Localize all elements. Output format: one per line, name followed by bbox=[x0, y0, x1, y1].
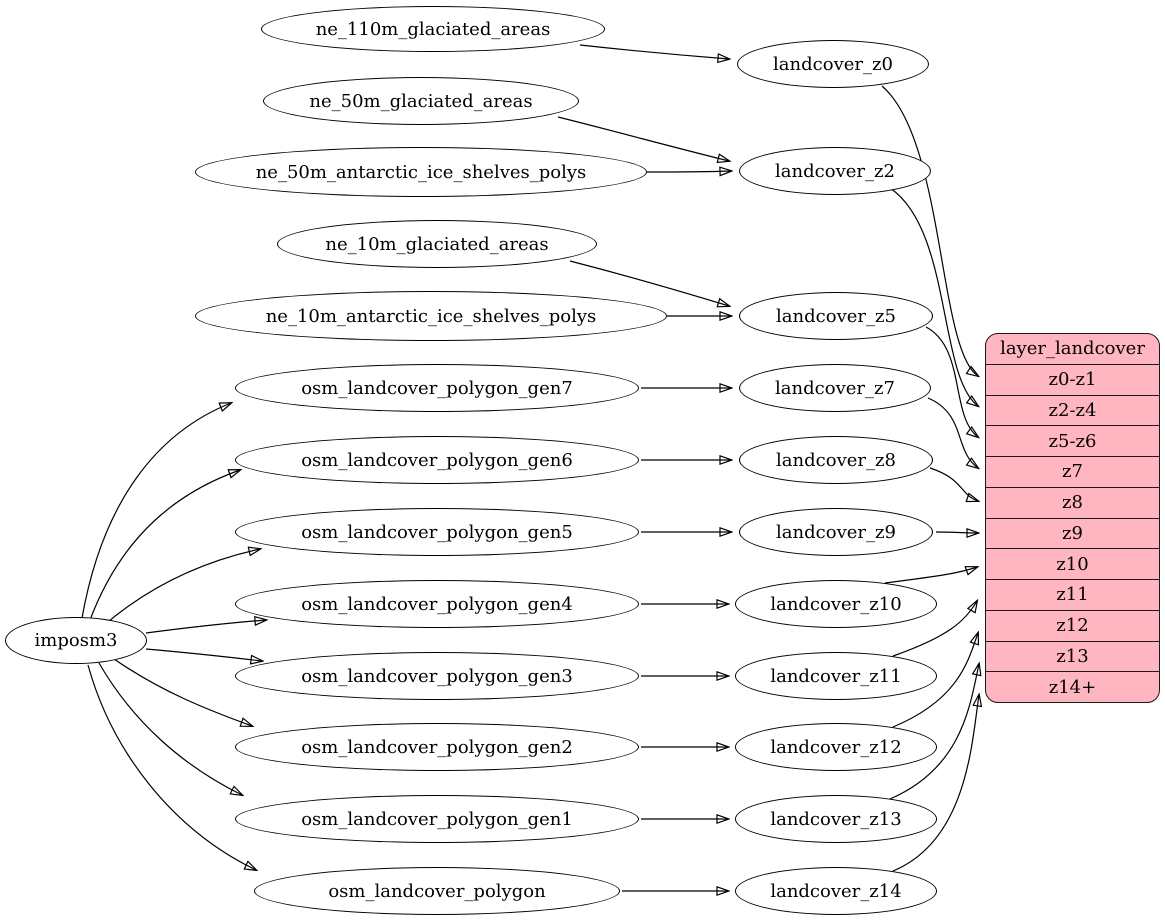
node-osm-landcover-polygon: osm_landcover_polygon bbox=[254, 867, 620, 915]
node-landcover-z5: landcover_z5 bbox=[739, 292, 933, 340]
node-osm-landcover-polygon-gen7: osm_landcover_polygon_gen7 bbox=[235, 364, 639, 412]
node-imposm3: imposm3 bbox=[5, 617, 147, 664]
edge-z2-to-row-z2-z4 bbox=[889, 187, 978, 406]
edge-ne110m-to-z0 bbox=[579, 44, 729, 59]
edge-z5-to-row-z5-z6 bbox=[925, 326, 978, 437]
edge-ne10m-glaciated-to-z5 bbox=[569, 260, 729, 306]
node-osm-landcover-polygon-gen6: osm_landcover_polygon_gen6 bbox=[235, 436, 639, 484]
edge-imposm3-to-polygon bbox=[87, 664, 256, 870]
edge-imposm3-to-gen4 bbox=[145, 620, 266, 634]
record-row-z10: z10 bbox=[986, 548, 1159, 579]
record-row-z13: z13 bbox=[986, 640, 1159, 672]
edge-z13-to-row-z13 bbox=[889, 664, 979, 800]
node-ne-50m-antarctic-ice-shelves-polys: ne_50m_antarctic_ice_shelves_polys bbox=[195, 147, 647, 197]
record-row-z2-z4: z2-z4 bbox=[986, 394, 1159, 426]
record-row-z7: z7 bbox=[986, 456, 1159, 487]
node-landcover-z8: landcover_z8 bbox=[739, 436, 933, 484]
edge-imposm3-to-gen5 bbox=[101, 549, 260, 628]
edge-z0-to-row-z0-z1 bbox=[881, 85, 978, 376]
node-osm-landcover-polygon-gen3: osm_landcover_polygon_gen3 bbox=[235, 652, 639, 700]
record-row-z14plus: z14+ bbox=[986, 671, 1159, 702]
edge-z7-to-row-z7 bbox=[927, 397, 978, 468]
record-row-z9: z9 bbox=[986, 517, 1159, 549]
node-ne-10m-antarctic-ice-shelves-polys: ne_10m_antarctic_ice_shelves_polys bbox=[195, 291, 667, 341]
record-row-z12: z12 bbox=[986, 609, 1159, 641]
edge-ne50m-glaciated-to-z2 bbox=[557, 116, 729, 161]
record-title: layer_landcover bbox=[1000, 338, 1145, 360]
edge-z14-to-row-z14plus bbox=[892, 695, 979, 872]
node-landcover-z0: landcover_z0 bbox=[737, 40, 929, 88]
edge-ne50m-antarctic-to-z2 bbox=[646, 171, 731, 172]
edge-imposm3-to-gen1 bbox=[98, 662, 242, 795]
node-landcover-z13: landcover_z13 bbox=[735, 795, 937, 843]
edge-imposm3-to-gen7 bbox=[81, 403, 231, 619]
edge-z11-to-row-z11 bbox=[892, 601, 977, 657]
edge-imposm3-to-gen2 bbox=[113, 658, 252, 726]
node-landcover-z2: landcover_z2 bbox=[739, 147, 931, 195]
node-ne-50m-glaciated-areas: ne_50m_glaciated_areas bbox=[263, 77, 579, 125]
edge-z9-to-row-z9 bbox=[935, 532, 978, 533]
node-osm-landcover-polygon-gen5: osm_landcover_polygon_gen5 bbox=[235, 508, 639, 556]
edge-z12-to-row-z12 bbox=[892, 633, 978, 728]
node-landcover-z12: landcover_z12 bbox=[735, 723, 937, 771]
record-node-layer-landcover: layer_landcover z0-z1 z2-z4 z5-z6 z7 z8 … bbox=[985, 333, 1160, 703]
record-row-z5-z6: z5-z6 bbox=[986, 425, 1159, 456]
node-landcover-z11: landcover_z11 bbox=[735, 652, 937, 700]
node-ne-110m-glaciated-areas: ne_110m_glaciated_areas bbox=[261, 6, 605, 52]
edge-z10-to-row-z10 bbox=[884, 567, 977, 584]
node-landcover-z7: landcover_z7 bbox=[739, 364, 931, 412]
node-landcover-z14: landcover_z14 bbox=[735, 867, 937, 915]
record-row-z8: z8 bbox=[986, 486, 1159, 518]
record-row-z11: z11 bbox=[986, 579, 1159, 610]
node-osm-landcover-polygon-gen4: osm_landcover_polygon_gen4 bbox=[235, 580, 639, 628]
edge-z8-to-row-z8 bbox=[929, 467, 978, 501]
node-osm-landcover-polygon-gen2: osm_landcover_polygon_gen2 bbox=[235, 723, 639, 771]
node-ne-10m-glaciated-areas: ne_10m_glaciated_areas bbox=[277, 220, 597, 268]
edge-imposm3-to-gen3 bbox=[145, 648, 262, 661]
edge-imposm3-to-gen6 bbox=[89, 470, 240, 621]
node-osm-landcover-polygon-gen1: osm_landcover_polygon_gen1 bbox=[235, 795, 639, 843]
record-row-z0-z1: z0-z1 bbox=[986, 363, 1159, 395]
node-landcover-z9: landcover_z9 bbox=[739, 508, 933, 556]
node-landcover-z10: landcover_z10 bbox=[735, 580, 937, 628]
